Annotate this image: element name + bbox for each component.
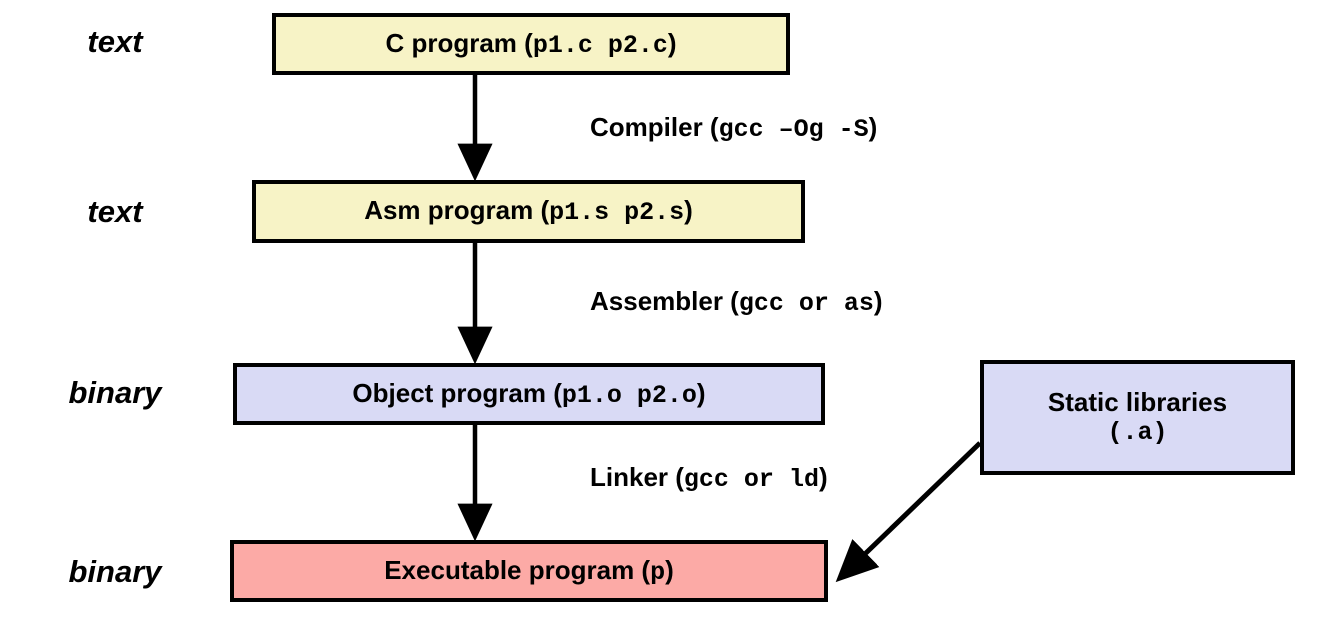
edge-label-compiler: Compiler (gcc –Og -S) (590, 112, 877, 144)
node-asm-program[interactable]: Asm program (p1.s p2.s) (252, 180, 805, 243)
stage-label-binary-executable: binary (68, 554, 162, 589)
edge-label-linker: Linker (gcc or ld) (590, 462, 828, 494)
edge-label-assembler: Assembler (gcc or as) (590, 286, 883, 318)
node-static-libraries[interactable]: Static libraries (.a) (980, 360, 1295, 475)
node-c-program[interactable]: C program (p1.c p2.c) (272, 13, 790, 75)
node-static-libraries-label-line1: Static libraries (1047, 387, 1228, 418)
node-object-program-label: Object program (p1.o p2.o) (352, 377, 706, 410)
stage-label-binary-object: binary (68, 375, 162, 410)
edge-label-linker-text: Linker ( (590, 462, 684, 492)
node-asm-program-label: Asm program (p1.s p2.s) (364, 195, 693, 228)
edge-label-compiler-text: Compiler ( (590, 112, 719, 142)
node-object-program[interactable]: Object program (p1.o p2.o) (233, 363, 825, 425)
edge-label-assembler-command: gcc or as (738, 289, 874, 318)
stage-label-text-asm: text (87, 194, 143, 229)
node-static-libraries-label-extension: (.a) (1107, 418, 1168, 448)
stage-label-text-source: text (87, 24, 143, 59)
node-executable-program[interactable]: Executable program (p) (230, 540, 828, 602)
edge-label-compiler-command: gcc –Og -S (718, 115, 869, 144)
edge-label-assembler-tail: ) (873, 286, 883, 316)
node-executable-program-label: Executable program (p) (384, 554, 674, 587)
node-c-program-label: C program (p1.c p2.c) (385, 27, 677, 60)
edge-label-linker-command: gcc or ld (683, 465, 819, 494)
edge-label-linker-tail: ) (818, 462, 828, 492)
edge-label-assembler-text: Assembler ( (590, 286, 739, 316)
edge-label-compiler-tail: ) (868, 112, 878, 142)
arrow-link-libraries (835, 441, 982, 583)
